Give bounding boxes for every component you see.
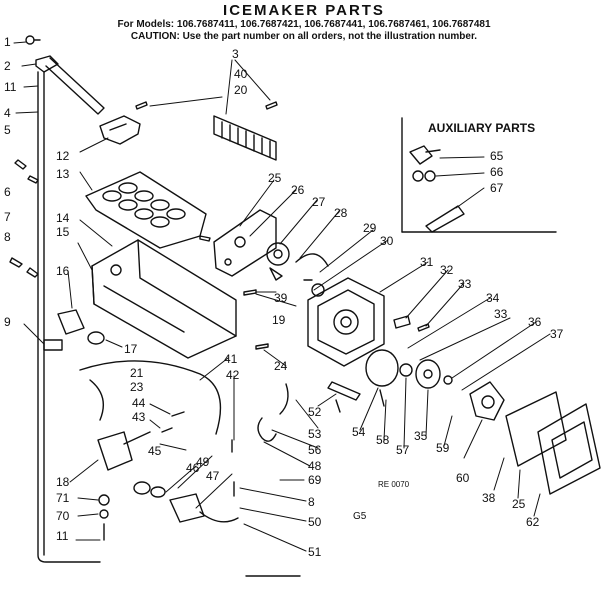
fill-tube-bracket	[25, 35, 105, 563]
part-callout: 18	[56, 475, 70, 489]
caution-note: CAUTION: Use the part number on all orde…	[130, 31, 478, 42]
part-callout: 45	[148, 444, 162, 458]
mounting-plate	[213, 209, 277, 277]
part-callout: 42	[226, 368, 240, 382]
motor-housing	[307, 277, 385, 367]
part-callout: 37	[550, 327, 564, 341]
part-callout: 1	[4, 35, 11, 49]
part-callout: 67	[490, 181, 504, 195]
page-title: ICEMAKER PARTS	[223, 2, 385, 19]
part-callout: 47	[206, 469, 220, 483]
part-callout: 71	[56, 491, 70, 505]
auxiliary-parts	[409, 145, 465, 233]
screws	[9, 101, 430, 497]
part-callout: 17	[124, 342, 138, 356]
part-callout: 26	[291, 183, 305, 197]
switch-wiring	[79, 360, 361, 442]
part-callout: 57	[396, 443, 410, 457]
reference-code: RE 0070	[378, 480, 410, 489]
part-callout: 49	[196, 455, 210, 469]
part-callout: 32	[440, 263, 454, 277]
part-callout: 24	[274, 359, 288, 373]
part-callout: 11	[56, 529, 69, 543]
part-callout: 11	[4, 80, 17, 94]
front-cover	[505, 391, 601, 495]
part-callout: 23	[130, 380, 144, 394]
part-callout: 43	[132, 410, 146, 424]
part-callout: 39	[274, 291, 288, 305]
part-callout: 53	[308, 427, 322, 441]
part-callout: 6	[4, 185, 11, 199]
part-callout: 34	[486, 291, 500, 305]
part-callout: 58	[376, 433, 390, 447]
leader-lines	[13, 41, 551, 552]
part-callout: 33	[494, 307, 508, 321]
part-callout: 5	[4, 123, 11, 137]
part-callout: 8	[4, 230, 11, 244]
part-callout: 38	[482, 491, 496, 505]
ice-mold	[85, 171, 207, 249]
mold-body	[91, 239, 237, 359]
part-callout: 30	[380, 234, 394, 248]
auxiliary-parts-box	[401, 117, 557, 233]
part-callout: 41	[224, 352, 238, 366]
models-line: For Models: 106.7687411, 106.7687421, 10…	[117, 19, 491, 30]
part-callout: 29	[363, 221, 377, 235]
part-callout: 66	[490, 165, 504, 179]
part-callout: 36	[528, 315, 542, 329]
figure-code: G5	[353, 511, 367, 522]
part-callout: 56	[308, 443, 322, 457]
part-callout: 9	[4, 315, 11, 329]
part-callout: 70	[56, 509, 70, 523]
part-callout: 15	[56, 225, 70, 239]
part-callout: 62	[526, 515, 540, 529]
stripper-part	[99, 115, 141, 145]
part-callout: 65	[490, 149, 504, 163]
part-callout: 13	[56, 167, 70, 181]
timing-gears	[266, 242, 329, 297]
part-callout: 25	[512, 497, 526, 511]
part-callout: 4	[4, 106, 11, 120]
part-callout: 46	[186, 461, 200, 475]
water-valve	[97, 431, 301, 577]
heater-parts	[43, 309, 105, 351]
part-callout: 8	[308, 495, 315, 509]
part-callout: 44	[132, 396, 146, 410]
part-callout: 35	[414, 429, 428, 443]
part-callout: 60	[456, 471, 470, 485]
part-callout: 54	[352, 425, 366, 439]
part-callout: 14	[56, 211, 70, 225]
part-callout: 3	[232, 47, 239, 61]
part-callout: 69	[308, 473, 322, 487]
part-callout: 51	[308, 545, 322, 559]
part-callout: 52	[308, 405, 322, 419]
part-callout: 20	[234, 83, 248, 97]
part-callout: 21	[130, 366, 144, 380]
motor-gear-train	[365, 349, 505, 421]
part-callout: 28	[334, 206, 348, 220]
part-callout: 2	[4, 59, 11, 73]
part-callout: 19	[272, 313, 286, 327]
part-callout: 16	[56, 264, 70, 278]
part-callout: 27	[312, 195, 326, 209]
part-callout: 59	[436, 441, 450, 455]
part-callout: 7	[4, 210, 11, 224]
part-callout: 48	[308, 459, 322, 473]
part-callout: 12	[56, 149, 70, 163]
part-callout: 33	[458, 277, 472, 291]
auxiliary-parts-title: AUXILIARY PARTS	[428, 121, 536, 135]
part-callout: 50	[308, 515, 322, 529]
part-callout: 31	[420, 255, 434, 269]
part-callout: 40	[234, 67, 248, 81]
part-callout: 25	[268, 171, 282, 185]
shield	[213, 115, 277, 161]
